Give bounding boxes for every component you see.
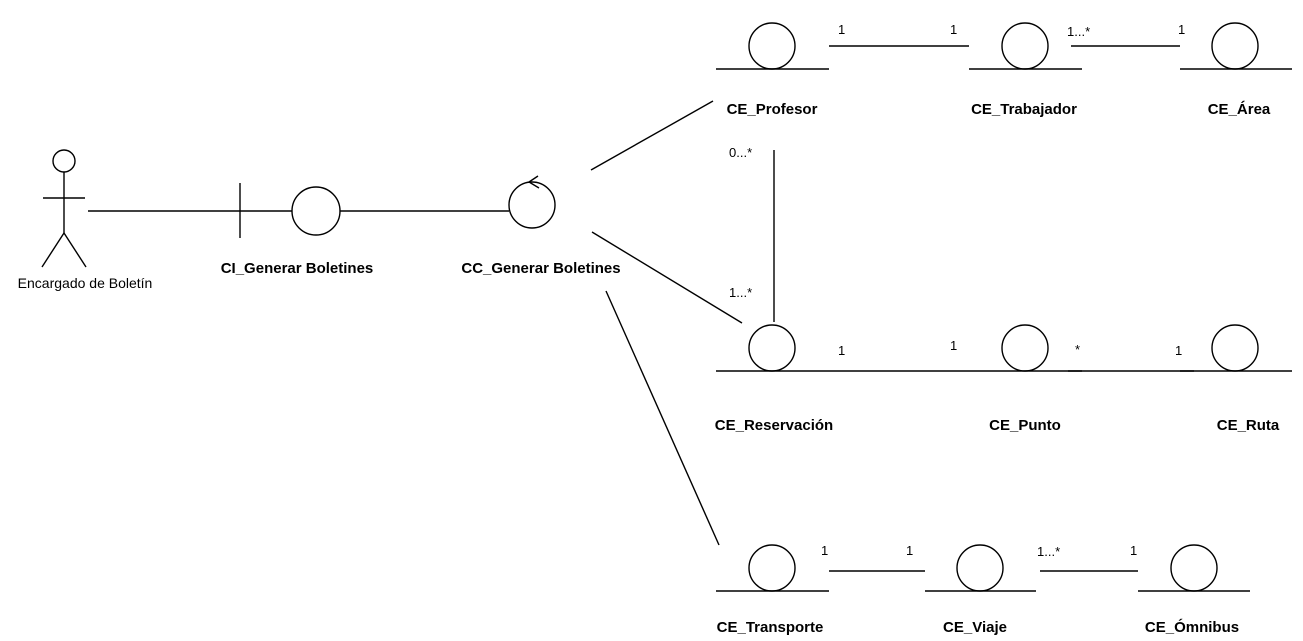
multiplicity-label: 1 (838, 22, 845, 37)
entity-viaje: CE_Viaje (925, 544, 1036, 636)
multiplicity-label: 1 (950, 22, 957, 37)
entity-circle (956, 544, 1004, 592)
actor-encargado: Encargado de Boletín (18, 149, 153, 291)
link-control-profesor (590, 100, 714, 171)
entity-circle (748, 544, 796, 592)
entity-reservacion: CE_Reservación (715, 324, 833, 434)
entity-label: CE_Viaje (943, 619, 1007, 636)
entity-label: CE_Punto (989, 417, 1061, 434)
actor-left-leg (41, 232, 65, 268)
multiplicity-label: 1 (950, 338, 957, 353)
entity-circle (1001, 324, 1049, 372)
entity-ruta: CE_Ruta (1180, 324, 1292, 434)
actor-head (52, 149, 76, 173)
multiplicity-label: 1 (1130, 543, 1137, 558)
boundary-generar-boletines: CI_Generar Boletines (221, 183, 374, 277)
multiplicity-label: 0...* (729, 145, 752, 160)
control-arrow-icon (527, 175, 540, 189)
boundary-circle (291, 186, 341, 236)
entity-punto: CE_Punto (969, 324, 1082, 434)
entity-label: CE_Ómnibus (1145, 618, 1239, 636)
multiplicity-label: * (1075, 342, 1080, 357)
entity-label: CE_Trabajador (971, 101, 1077, 118)
entity-circle (748, 324, 796, 372)
entity-omnibus: CE_Ómnibus (1138, 544, 1250, 636)
entity-label: CE_Profesor (727, 101, 818, 118)
multiplicity-label: 1 (838, 343, 845, 358)
multiplicity-label: 1...* (1067, 24, 1090, 39)
boundary-label: CI_Generar Boletines (221, 260, 374, 277)
multiplicity-label: 1...* (1037, 544, 1060, 559)
entity-circle (1211, 324, 1259, 372)
actor-right-leg (63, 232, 87, 268)
entity-label: CE_Área (1208, 101, 1271, 118)
entity-profesor: CE_Profesor (716, 22, 829, 118)
multiplicity-label: 1 (821, 543, 828, 558)
entity-area: CE_Área (1180, 22, 1292, 118)
control-generar-boletines: CC_Generar Boletines (461, 175, 621, 277)
link-control-transporte (605, 290, 720, 546)
control-label: CC_Generar Boletines (461, 260, 620, 277)
multiplicity-label: 1 (1178, 22, 1185, 37)
entity-circle (1170, 544, 1218, 592)
control-circle (508, 181, 556, 229)
link-control-reservacion (591, 231, 743, 324)
entity-label: CE_Reservación (715, 417, 833, 434)
entity-label: CE_Ruta (1217, 417, 1280, 434)
entity-label: CE_Transporte (717, 619, 824, 636)
entity-trabajador: CE_Trabajador (969, 22, 1082, 118)
entity-transporte: CE_Transporte (716, 544, 829, 636)
multiplicity-label: 1 (1175, 343, 1182, 358)
entity-circle (748, 22, 796, 70)
multiplicity-label: 1 (906, 543, 913, 558)
actor-label: Encargado de Boletín (18, 275, 153, 291)
multiplicity-label: 1...* (729, 285, 752, 300)
entity-circle (1211, 22, 1259, 70)
entity-circle (1001, 22, 1049, 70)
